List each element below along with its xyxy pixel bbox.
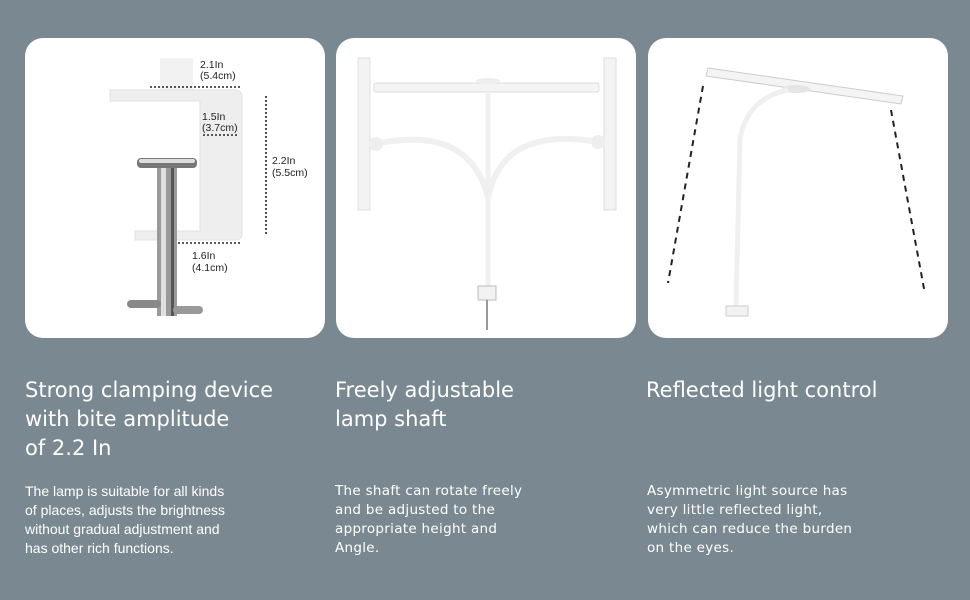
title-line: Reflected light control (646, 378, 878, 402)
desc-line: Asymmetric light source has (647, 483, 848, 499)
dim-depth-inch: 1.5In (202, 111, 226, 123)
desc-line: and be adjusted to the (335, 502, 496, 518)
feature-description-shaft: The shaft can rotate freely and be adjus… (335, 482, 522, 558)
desc-line: Angle. (335, 540, 380, 556)
dim-bottom-cm: (4.1cm) (192, 262, 228, 274)
desc-line: has other rich functions. (25, 540, 174, 556)
title-line: of 2.2 In (25, 436, 112, 460)
desc-line: The shaft can rotate freely (335, 483, 523, 499)
adjustable-shaft-image (336, 38, 636, 338)
reflected-light-image (648, 38, 948, 338)
title-line: Freely adjustable (335, 378, 514, 402)
feature-description-light: Asymmetric light source has very little … (647, 482, 852, 558)
dim-opening-cm: (5.5cm) (272, 167, 308, 179)
dim-depth-cm: (3.7cm) (202, 122, 238, 134)
desc-line: very little reflected light, (647, 502, 823, 518)
clamp-dimension-image: 2.1In (5.4cm) 1.5In (3.7cm) 2.2In (5.5cm… (25, 38, 325, 338)
title-line: with bite amplitude (25, 407, 230, 431)
lamp-shaft-illustration (357, 57, 617, 330)
feature-title-shaft: Freely adjustable lamp shaft (335, 376, 514, 434)
title-line: Strong clamping device (25, 378, 274, 402)
clamp-illustration (109, 58, 243, 316)
feature-title-light: Reflected light control (646, 376, 877, 405)
lamp-light-illustration (667, 67, 926, 317)
desc-line: of places, adjusts the brightness (25, 502, 226, 518)
dim-top-cm: (5.4cm) (200, 70, 236, 82)
desc-line: which can reduce the burden (647, 521, 853, 537)
desc-line: without gradual adjustment and (25, 521, 220, 537)
title-line: lamp shaft (335, 407, 447, 431)
desc-line: on the eyes. (647, 540, 735, 556)
feature-description-clamp: The lamp is suitable for all kinds of pl… (25, 482, 225, 558)
dim-opening-inch: 2.2In (272, 155, 296, 167)
desc-line: The lamp is suitable for all kinds (25, 483, 225, 499)
feature-title-clamp: Strong clamping device with bite amplitu… (25, 376, 273, 463)
dim-bottom-inch: 1.6In (192, 250, 216, 262)
dim-top-inch: 2.1In (200, 59, 224, 71)
desc-line: appropriate height and (335, 521, 498, 537)
